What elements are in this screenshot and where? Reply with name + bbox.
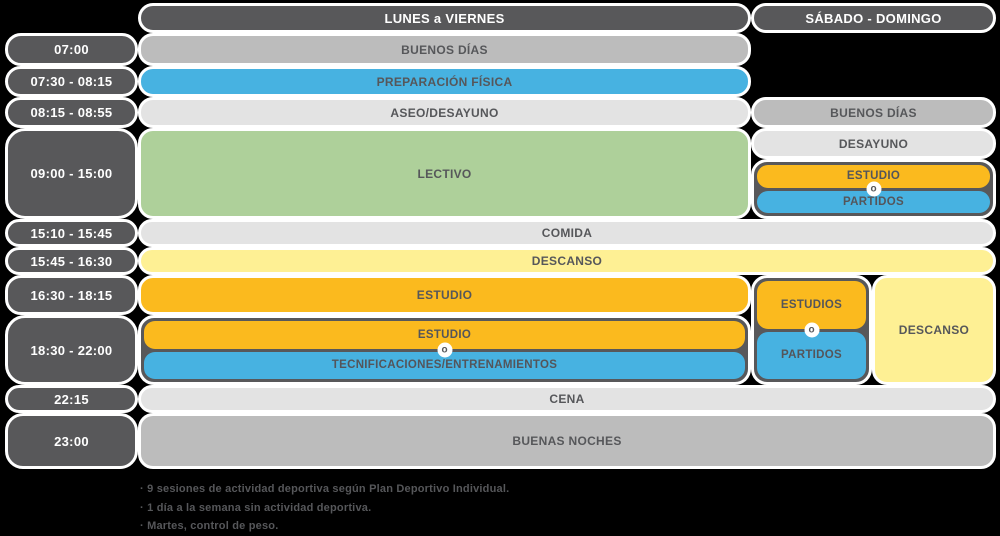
- cena-bar: CENA: [138, 385, 996, 413]
- weekday-estudio-bar: ESTUDIO: [138, 275, 751, 315]
- comida-bar: COMIDA: [138, 219, 996, 247]
- weekend-morning-group: ESTUDIO PARTIDOS o: [751, 159, 996, 219]
- time-slot-2300: 23:00: [5, 413, 138, 469]
- footnotes: · 9 sesiones de actividad deportiva segú…: [140, 480, 509, 536]
- time-slot-0900-1500: 09:00 - 15:00: [5, 128, 138, 219]
- weekend-header: SÁBADO - DOMINGO: [751, 3, 996, 33]
- time-slot-1630-1815: 16:30 - 18:15: [5, 275, 138, 315]
- footnote-line: · 9 sesiones de actividad deportiva segú…: [140, 483, 510, 495]
- buenas-noches-bar: BUENAS NOCHES: [138, 413, 996, 469]
- weekend-buenos-dias-bar: BUENOS DÍAS: [751, 97, 996, 128]
- footnote-line: · Martes, control de peso.: [140, 520, 279, 532]
- time-slot-1545-1630: 15:45 - 16:30: [5, 247, 138, 275]
- weekdays-header: LUNES a VIERNES: [138, 3, 751, 33]
- weekend-desayuno-bar: DESAYUNO: [751, 128, 996, 159]
- time-slot-1510-1545: 15:10 - 15:45: [5, 219, 138, 247]
- weekday-aseo-desayuno-bar: ASEO/DESAYUNO: [138, 97, 751, 128]
- time-slot-0700: 07:00: [5, 33, 138, 66]
- weekend-morning-estudio-bar: ESTUDIO: [757, 165, 990, 188]
- weekend-descanso-box: DESCANSO: [872, 275, 996, 385]
- weekday-evening-group: ESTUDIO TECNIFICACIONES/ENTRENAMIENTOS o: [138, 315, 751, 385]
- or-badge: o: [804, 322, 819, 338]
- descanso-bar: DESCANSO: [138, 247, 996, 275]
- weekday-buenos-dias-bar: BUENOS DÍAS: [138, 33, 751, 66]
- weekend-afternoon-group: ESTUDIOS PARTIDOS o: [751, 275, 872, 385]
- or-badge: o: [437, 342, 452, 358]
- time-slot-0730-0815: 07:30 - 08:15: [5, 66, 138, 97]
- weekend-morning-partidos-bar: PARTIDOS: [757, 190, 990, 213]
- weekend-afternoon-estudios-bar: ESTUDIOS: [757, 281, 866, 329]
- footnote-line: · 1 día a la semana sin actividad deport…: [140, 501, 372, 514]
- weekend-afternoon-partidos-bar: PARTIDOS: [757, 331, 866, 379]
- weekday-preparacion-fisica-bar: PREPARACIÓN FÍSICA: [138, 66, 751, 97]
- time-slot-1830-2200: 18:30 - 22:00: [5, 315, 138, 385]
- time-slot-0815-0855: 08:15 - 08:55: [5, 97, 138, 128]
- or-badge: o: [866, 181, 881, 197]
- time-slot-2215: 22:15: [5, 385, 138, 413]
- weekday-lectivo-bar: LECTIVO: [138, 128, 751, 219]
